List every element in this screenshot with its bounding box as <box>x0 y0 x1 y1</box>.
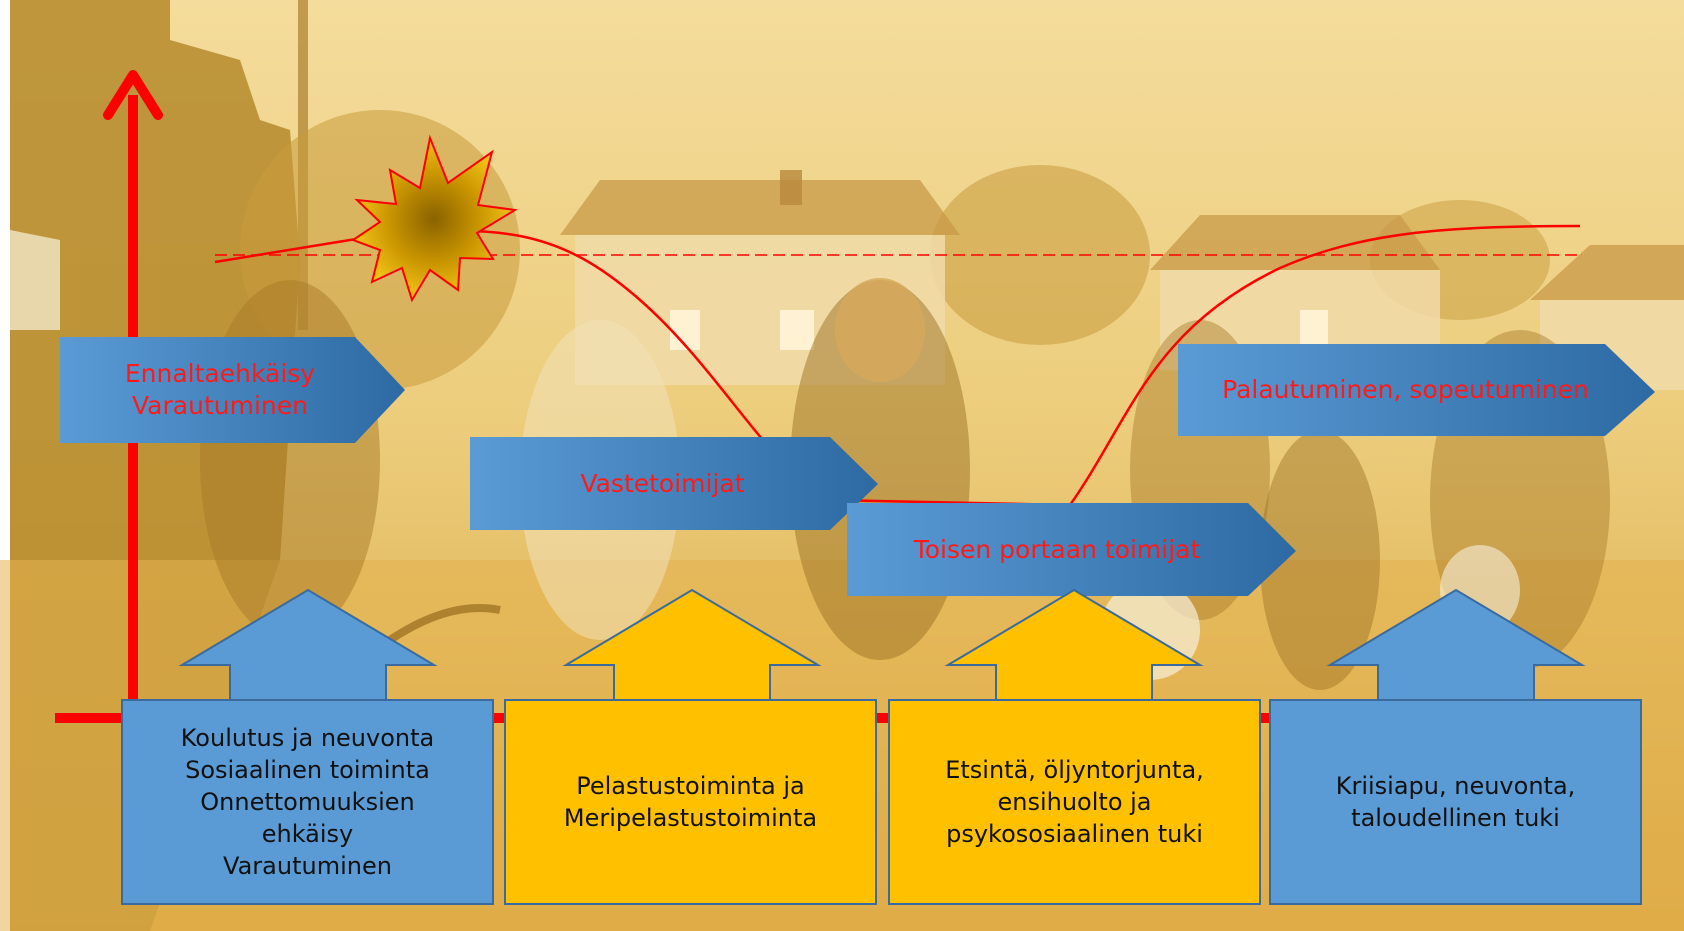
y-axis-arrowhead <box>103 70 163 120</box>
callout-line: Kriisiapu, neuvonta, <box>1335 772 1576 800</box>
phase-label-response: Vastetoimijat <box>470 437 855 530</box>
callout-line: Onnettomuuksien <box>200 788 415 816</box>
callout-line: ehkäisy <box>261 820 354 848</box>
phase-label-line: Palautuminen, sopeutuminen <box>1222 375 1589 404</box>
callout-text-crisis: Kriisiapu, neuvonta, taloudellinen tuki <box>1270 702 1641 902</box>
phase-arrow-recovery <box>1178 344 1655 436</box>
callout-text-rescue: Pelastustoiminta ja Meripelastustoiminta <box>505 702 876 902</box>
phase-arrow-prevention <box>60 337 405 443</box>
phase-arrow-response <box>470 437 878 530</box>
callout-line: Sosiaalinen toiminta <box>185 756 430 784</box>
phase-label-prevention: Ennaltaehkäisy Varautuminen <box>60 337 380 443</box>
callout-line: Meripelastustoiminta <box>563 804 818 832</box>
callout-rescue <box>504 588 877 905</box>
callout-line: Pelastustoiminta ja <box>576 772 805 800</box>
callout-line: Etsintä, öljyntorjunta, <box>945 756 1204 784</box>
phase-arrow-second-tier <box>847 503 1296 596</box>
phase-label-line: Vastetoimijat <box>580 468 745 498</box>
callout-line: ensihuolto ja <box>997 788 1152 816</box>
explosion-burst-icon <box>350 134 518 303</box>
phase-label-line: Toisen portaan toimijat <box>913 534 1201 564</box>
callout-crisis <box>1269 588 1642 905</box>
callout-line: psykososiaalinen tuki <box>946 820 1203 848</box>
callout-text-search: Etsintä, öljyntorjunta, ensihuolto ja ps… <box>889 702 1260 902</box>
callout-line: Varautuminen <box>223 852 392 880</box>
phase-label-line: Ennaltaehkäisy <box>124 359 316 388</box>
callout-text-training: Koulutus ja neuvonta Sosiaalinen toimint… <box>122 702 493 902</box>
phase-label-recovery: Palautuminen, sopeutuminen <box>1178 344 1633 436</box>
callout-training <box>121 588 494 905</box>
phase-label-line: Varautuminen <box>132 391 308 420</box>
callout-search <box>888 588 1261 905</box>
phase-label-second-tier: Toisen portaan toimijat <box>847 503 1267 596</box>
callout-line: Koulutus ja neuvonta <box>180 724 435 752</box>
callout-line: taloudellinen tuki <box>1351 804 1560 832</box>
